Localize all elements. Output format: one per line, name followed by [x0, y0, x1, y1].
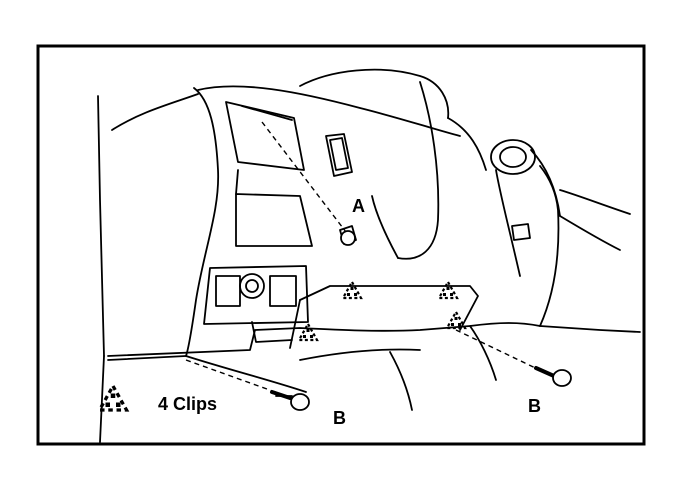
callout-label-b-right: B	[528, 396, 541, 416]
legend-clips-label: 4 Clips	[158, 394, 217, 414]
dashboard-drawing	[97, 68, 641, 443]
callout-label-a: A	[352, 196, 365, 216]
diagram-border	[36, 44, 646, 446]
callout-label-b-left: B	[333, 408, 346, 428]
leader-lines	[185, 121, 549, 399]
